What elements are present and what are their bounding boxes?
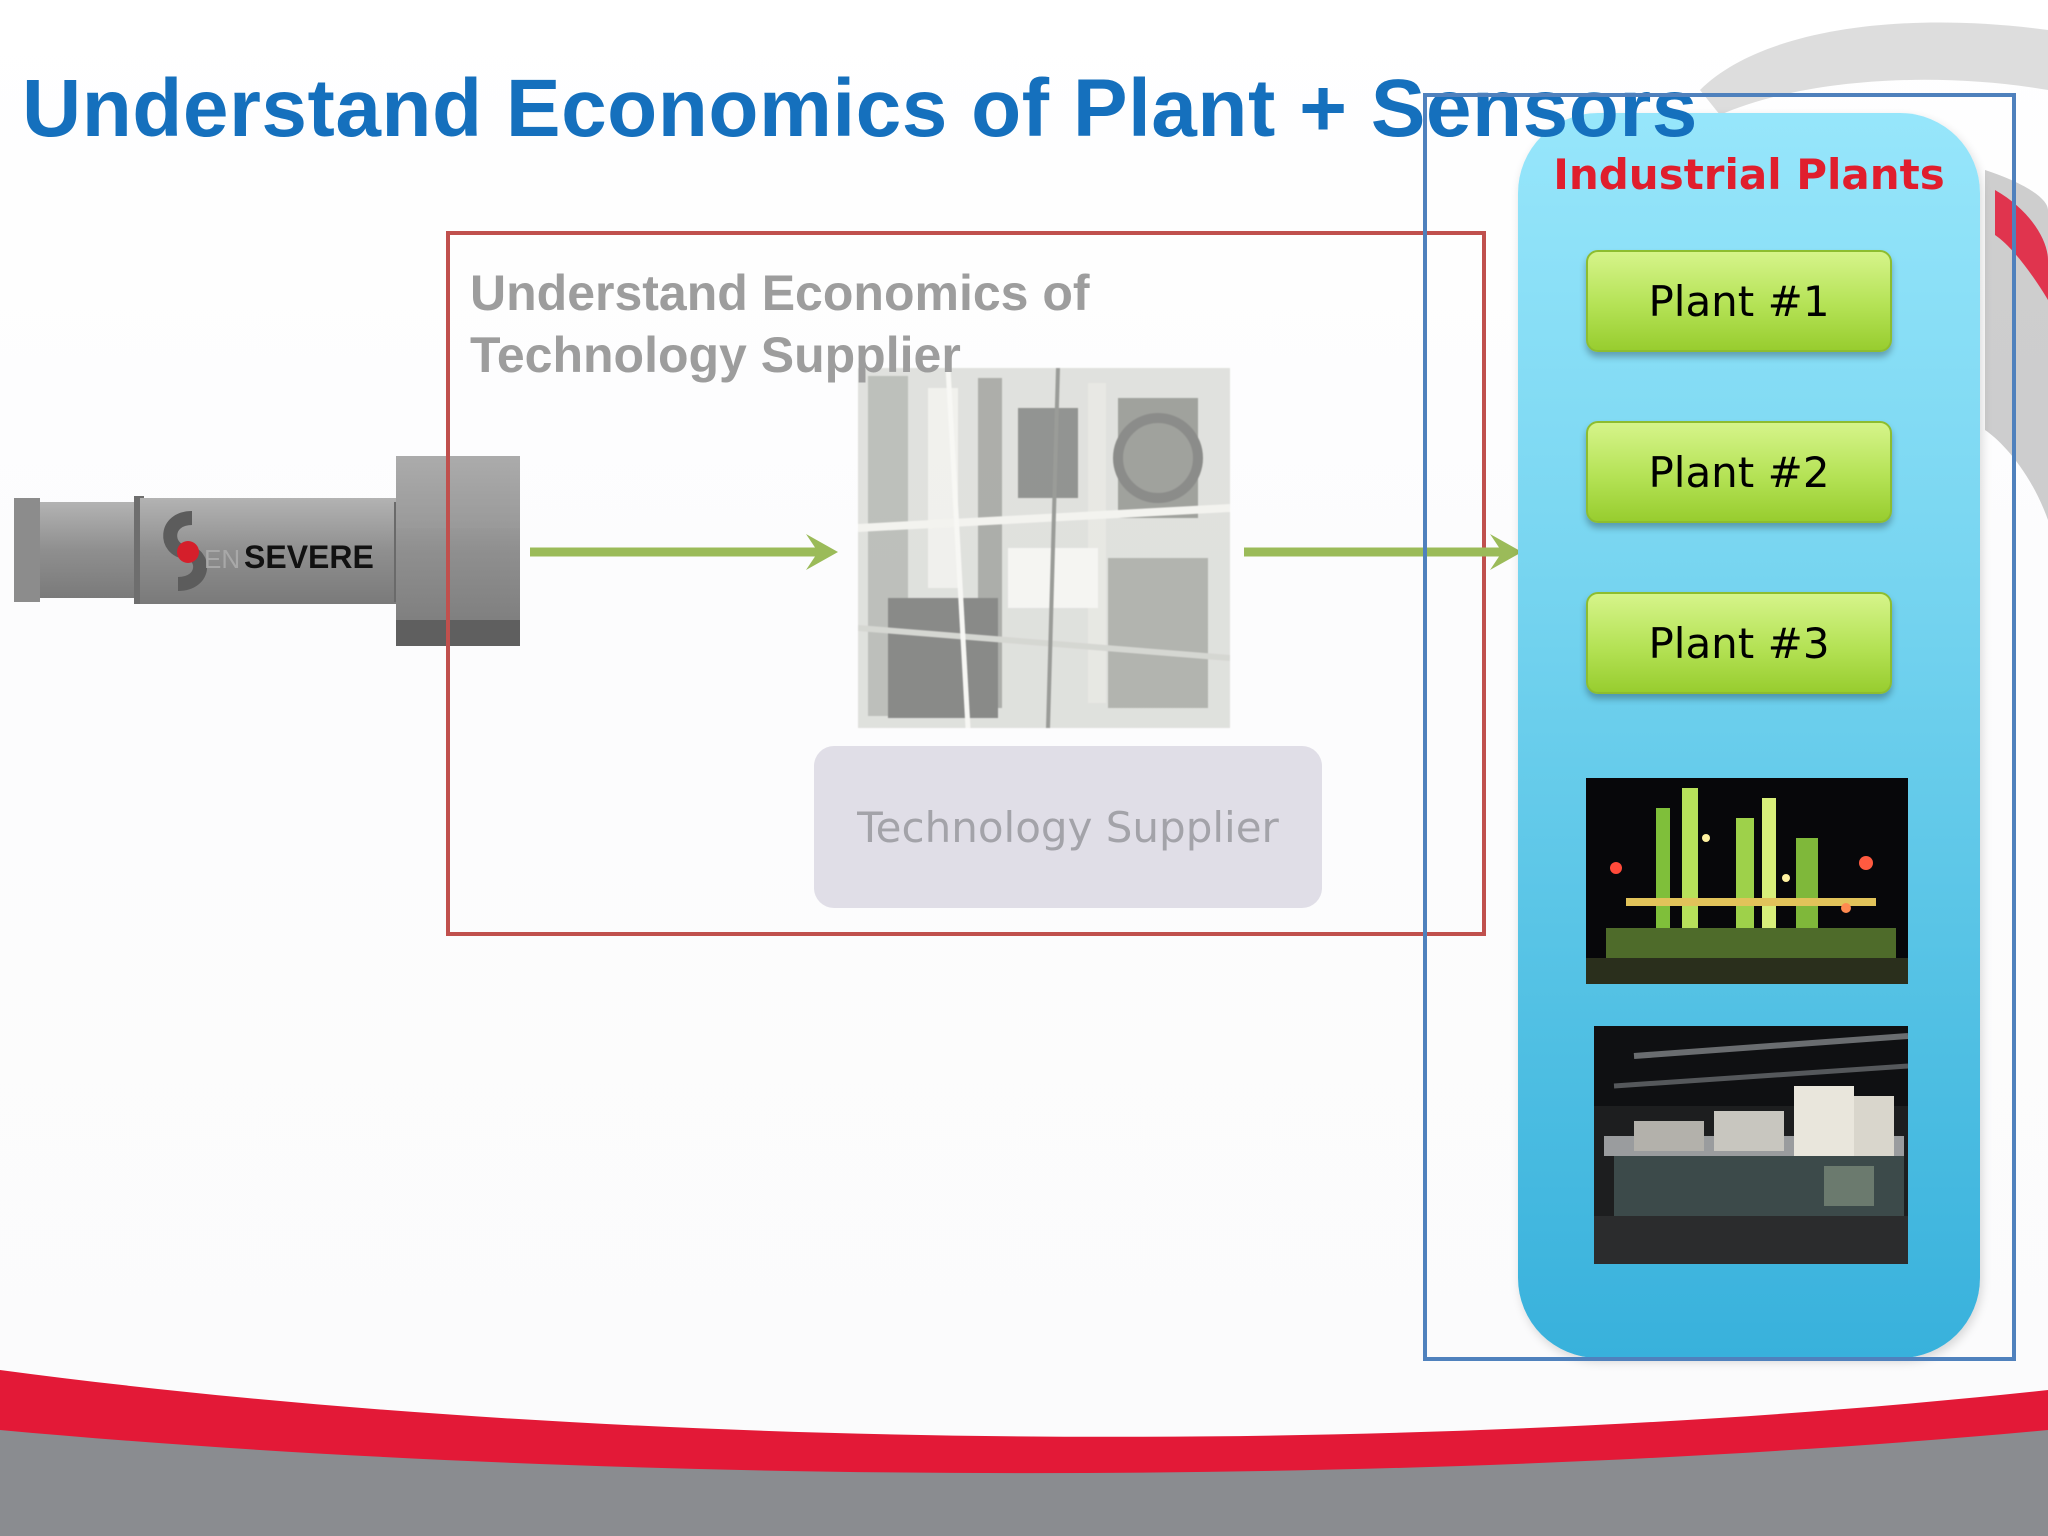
- supplier-caption-line-2: Technology Supplier: [470, 327, 961, 383]
- technology-supplier-label: Technology Supplier: [857, 802, 1279, 852]
- supplier-economics-frame: [446, 231, 1486, 936]
- top-right-swoosh-decoration: [1700, 22, 2048, 520]
- sensor-device: EN SEVERE: [14, 456, 520, 646]
- supplier-caption-line-1: Understand Economics of: [470, 265, 1090, 321]
- arrow-sensor-to-supplier: [530, 534, 838, 570]
- plant-1-button[interactable]: Plant #1: [1586, 250, 1892, 352]
- sensor-logo-letters: EN: [204, 544, 240, 574]
- industrial-plants-heading: Industrial Plants: [1553, 150, 1945, 199]
- slide-title: Understand Economics of Plant + Sensors: [22, 63, 1698, 154]
- plants-economics-frame: [1423, 93, 2016, 1361]
- plant-2-button[interactable]: Plant #2: [1586, 421, 1892, 523]
- refinery-night-photo: [1586, 778, 1908, 984]
- sensor-brand-text: SEVERE: [244, 539, 374, 575]
- footer-band-decoration: [0, 1370, 2048, 1536]
- supplier-economics-caption: Understand Economics of Technology Suppli…: [470, 262, 1170, 386]
- equipment-photo: [858, 368, 1230, 728]
- technology-supplier-box: Technology Supplier: [814, 746, 1322, 908]
- arrow-supplier-to-plants: [1244, 534, 1522, 570]
- plant-3-button[interactable]: Plant #3: [1586, 592, 1892, 694]
- factory-interior-photo: [1594, 1026, 1908, 1264]
